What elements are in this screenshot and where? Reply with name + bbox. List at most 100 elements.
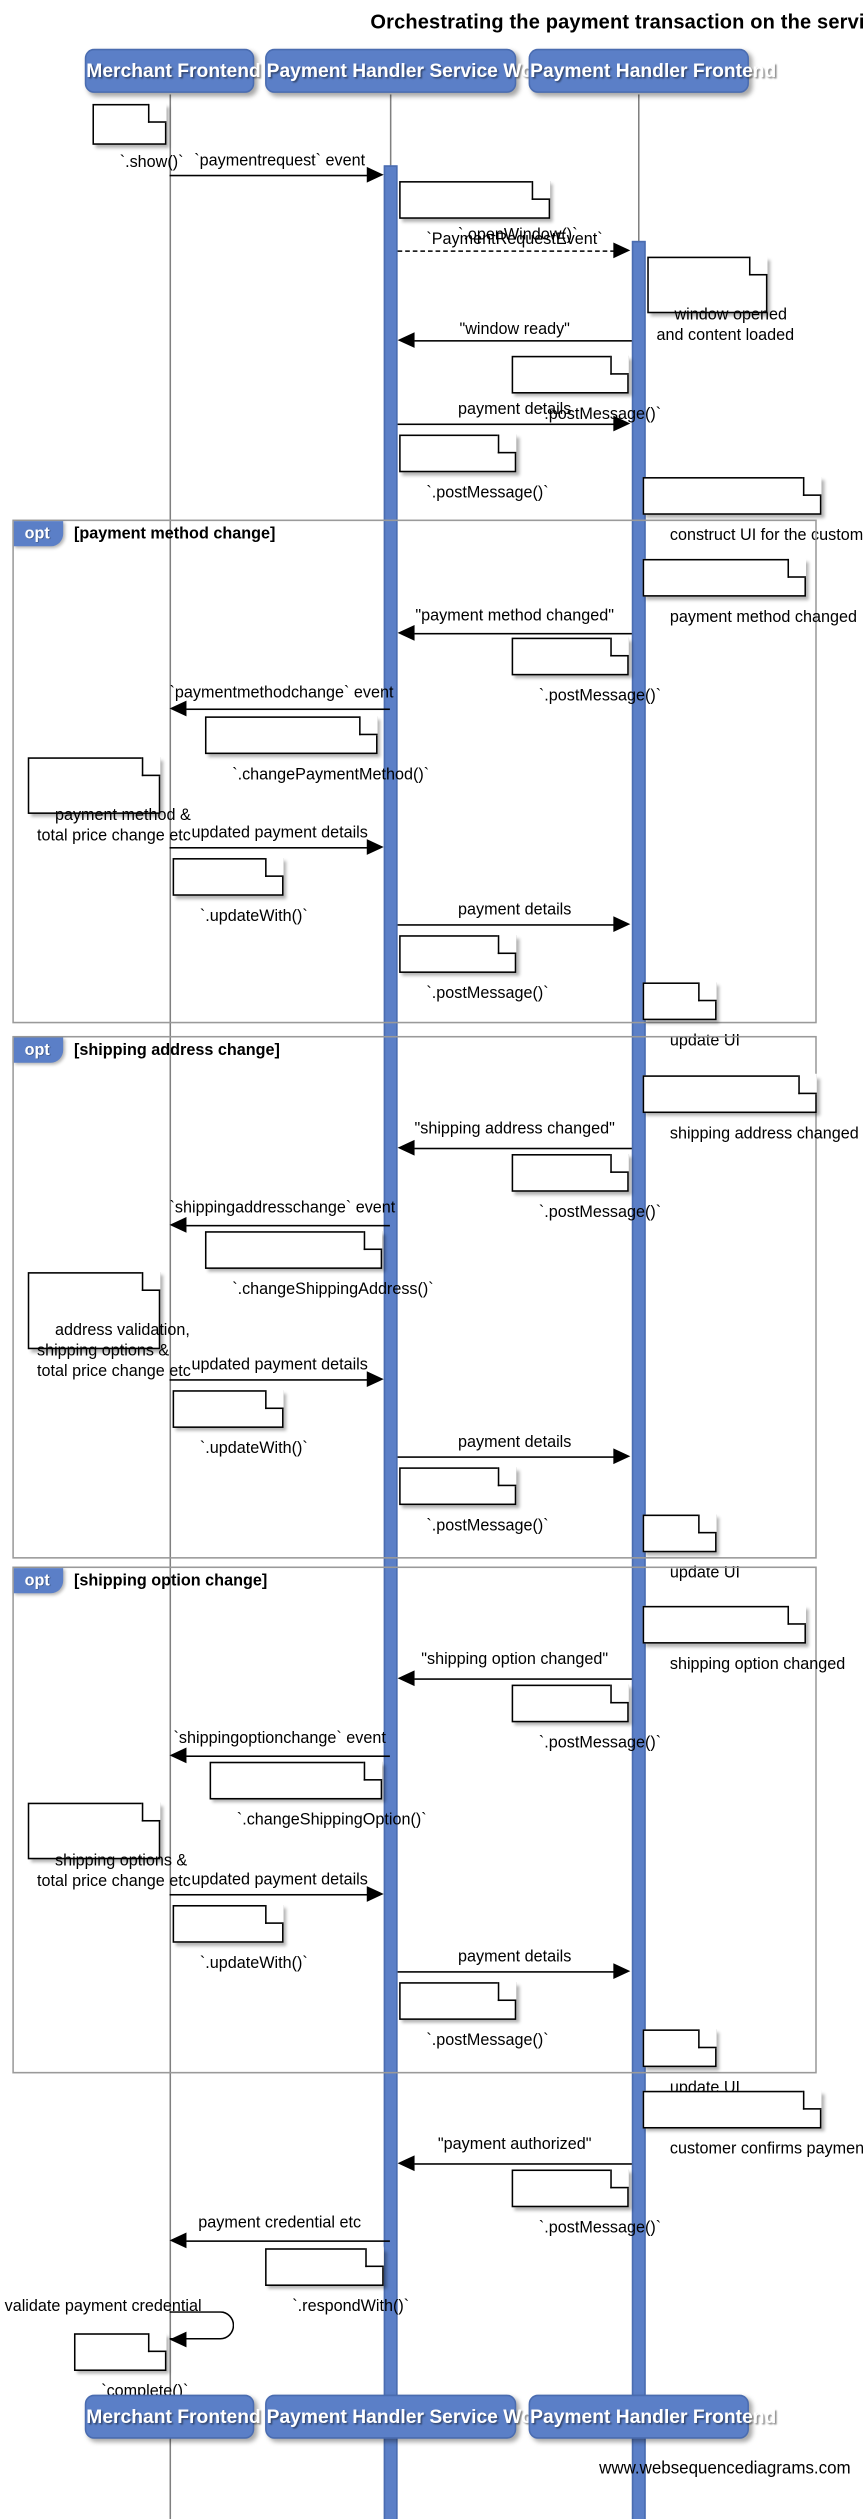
participant-label: Payment Handler Service Worker: [266, 2405, 570, 2428]
note-text: `.postMessage()`: [538, 686, 662, 706]
note-text: construct UI for the customer: [669, 525, 863, 545]
note-dogear-icon: [497, 432, 517, 454]
note-shipping-options-total-price: shipping options & total price change et…: [27, 1801, 191, 1891]
note-payment-method-total-price: payment method & total price change etc: [27, 755, 191, 845]
lifeline-merchant: [169, 94, 172, 2519]
message-label-payment-details-2: payment details: [398, 901, 632, 920]
arrowhead-left-icon: [169, 1747, 187, 1764]
message-text: "shipping option changed": [421, 1649, 609, 1669]
participant-phfe-top[interactable]: Payment Handler Frontend: [528, 48, 776, 93]
arrowhead-right-icon: [366, 839, 384, 855]
participant-merchant-bottom[interactable]: Merchant Frontend: [84, 2394, 261, 2439]
note-dogear-icon: [147, 102, 167, 123]
message-text: `paymentrequest` event: [194, 151, 366, 171]
participant-sw-top[interactable]: Payment Handler Service Worker: [265, 48, 569, 93]
note-dogear-icon: [363, 1229, 383, 1251]
message-line-shipping-address-changed: [414, 1147, 632, 1150]
message-text: payment credential etc: [198, 2213, 362, 2233]
note-dogear-icon: [531, 179, 551, 200]
note-text: payment method changed: [669, 607, 857, 627]
note-text: `.postMessage()`: [538, 1733, 662, 1753]
note-text: `.postMessage()`: [426, 1516, 549, 1536]
message-label-shipping-option-changed: "shipping option changed": [398, 1650, 632, 1669]
message-label-updated-payment-details-3: updated payment details: [170, 1870, 390, 1889]
note-dogear-icon: [610, 1152, 629, 1173]
footer-credit: www.websequencediagrams.com: [599, 2459, 851, 2478]
note-text: `PaymentRequestEvent`: [426, 229, 603, 249]
arrowhead-left-icon: [397, 2155, 415, 2172]
fragment-condition-text: [payment method change]: [73, 524, 276, 544]
note-text: `.changeShippingAddress()`: [232, 1279, 434, 1299]
note-text: `.updateWith()`: [199, 1438, 308, 1458]
credit-text: www.websequencediagrams.com: [599, 2459, 851, 2479]
note-postmessage-1: `.postMessage()`: [511, 354, 661, 424]
note-updatewith-3: `.updateWith()`: [172, 1903, 308, 1973]
note-postmessage-9: `.postMessage()`: [511, 2167, 661, 2237]
participant-merchant-top[interactable]: Merchant Frontend: [84, 48, 261, 93]
message-label-paymentrequest: `paymentrequest` event: [170, 151, 390, 170]
message-text: payment details: [458, 1947, 572, 1967]
note-text: shipping option changed: [669, 1654, 846, 1674]
page-title: Orchestrating the payment transaction on…: [370, 9, 863, 34]
note-updatewith-2: `.updateWith()`: [172, 1388, 308, 1458]
fragment-condition-text: [shipping option change]: [73, 1571, 268, 1591]
fragment-opt-shipping-option-change: [12, 1566, 817, 2074]
fragment-condition-label: [payment method change]: [74, 524, 275, 543]
message-label-validate-payment-credential: validate payment credential: [5, 2297, 202, 2316]
message-text: payment details: [458, 1432, 572, 1452]
note-update-ui-1: update UI: [642, 980, 740, 1050]
message-line-updated-payment-details-1: [169, 847, 372, 849]
message-label-payment-authorized: "payment authorized": [398, 2135, 632, 2154]
message-line-shippingaddresschange-event: [186, 1224, 390, 1227]
fragment-operator-tab: opt: [13, 521, 64, 547]
note-payment-request-event: `PaymentRequestEvent`: [399, 179, 603, 249]
arrowhead-left-icon: [169, 1216, 187, 1233]
note-text: `.postMessage()`: [426, 2030, 549, 2050]
fragment-condition-text: [shipping address change]: [73, 1040, 280, 1060]
note-customer-confirms-payment: customer confirms payment: [642, 2089, 863, 2158]
note-change-shipping-option: `.changeShippingOption()`: [209, 1760, 427, 1829]
message-label-paymentmethodchange-event: `paymentmethodchange` event: [170, 683, 394, 702]
note-dogear-icon: [359, 714, 378, 736]
note-dogear-icon: [610, 1683, 629, 1704]
message-line-shippingoptionchange-event: [186, 1755, 390, 1758]
activation-phfe: [631, 240, 646, 2519]
note-text: payment method & total price change etc: [36, 806, 191, 846]
message-text: "payment method changed": [415, 606, 615, 626]
arrowhead-right-icon: [366, 166, 384, 183]
message-text: `.openWindow()`: [457, 225, 578, 245]
message-label-window-ready: "window ready": [398, 320, 632, 339]
note-dogear-icon: [698, 2027, 717, 2049]
note-text: `.postMessage()`: [426, 983, 549, 1003]
participant-phfe-bottom[interactable]: Payment Handler Frontend: [528, 2394, 776, 2439]
participant-sw-bottom[interactable]: Payment Handler Service Worker: [265, 2394, 569, 2439]
message-line-updated-payment-details-2: [169, 1379, 372, 1381]
note-text: `.updateWith()`: [199, 1953, 308, 1973]
message-line-window-ready: [414, 340, 632, 342]
fragment-condition-label: [shipping address change]: [74, 1041, 280, 1060]
note-window-opened: window opened and content loaded: [647, 255, 794, 345]
message-text: updated payment details: [191, 823, 368, 843]
message-line-payment-details-3: [397, 1456, 615, 1458]
message-text: payment details: [458, 900, 572, 920]
fragment-operator-label: opt: [24, 524, 50, 544]
message-line-openwindow: [397, 250, 615, 252]
arrowhead-left-icon: [169, 2232, 187, 2249]
fragment-opt-shipping-address-change: [12, 1035, 817, 1559]
fragment-operator-tab: opt: [13, 1037, 64, 1063]
note-dogear-icon: [497, 933, 517, 955]
message-text: `shippingaddresschange` event: [169, 1198, 396, 1217]
note-postmessage-7: `.postMessage()`: [511, 1683, 661, 1752]
message-text: validate payment credential: [4, 2297, 202, 2316]
note-update-ui-2: update UI: [642, 1512, 740, 1582]
note-complete: `complete()`: [73, 2331, 188, 2401]
arrowhead-left-icon: [397, 625, 415, 641]
message-label-payment-details-1: payment details: [398, 400, 632, 419]
message-line-updated-payment-details-3: [169, 1893, 372, 1896]
note-dogear-icon: [698, 1512, 717, 1534]
note-dogear-icon: [497, 1980, 517, 2002]
note-change-shipping-address: `.changeShippingAddress()`: [204, 1229, 434, 1299]
note-text: customer confirms payment: [669, 2139, 863, 2159]
note-dogear-icon: [363, 1760, 383, 1781]
note-change-payment-method: `.changePaymentMethod()`: [204, 714, 429, 784]
